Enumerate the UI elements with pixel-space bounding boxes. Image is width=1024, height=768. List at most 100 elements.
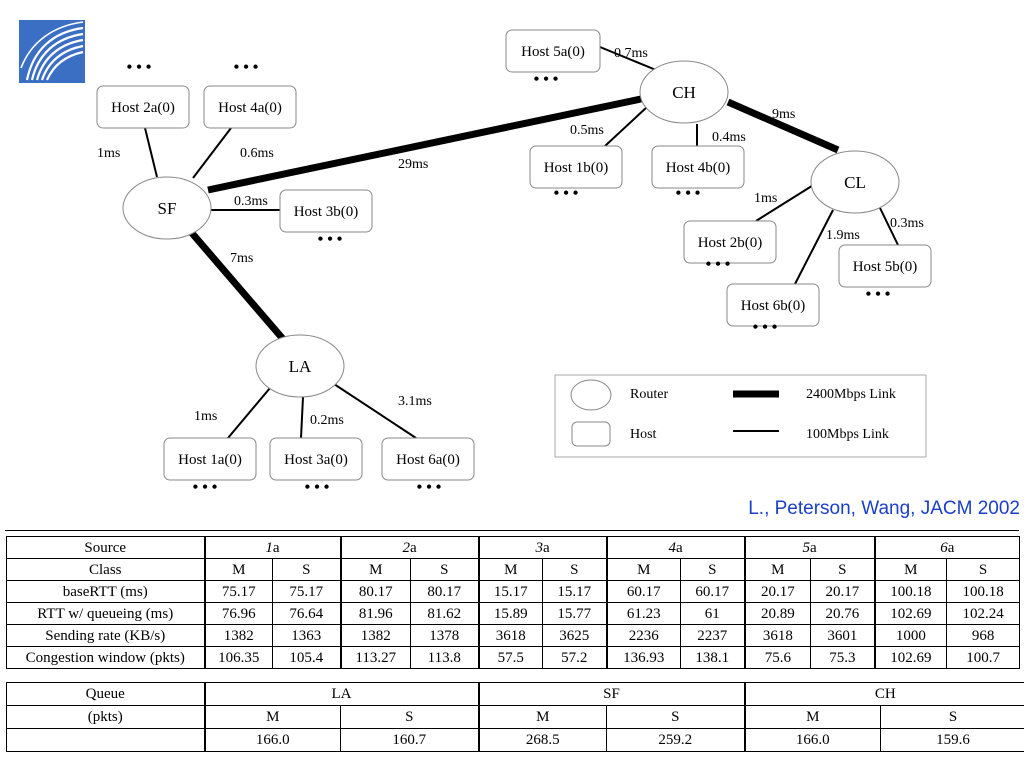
class-header-cell: S — [680, 558, 746, 581]
table-cell: 57.2 — [542, 646, 608, 669]
router-cl — [810, 150, 900, 214]
table-cell: 138.1 — [680, 646, 746, 669]
source-header-6a: 6a — [874, 536, 1021, 559]
ellipsis-2b: • • • — [706, 256, 731, 273]
row-label-source: Source — [6, 536, 206, 559]
source-number: 3 — [535, 539, 543, 556]
host-1b — [529, 145, 623, 189]
ellipsis-6b: • • • — [753, 319, 778, 336]
table-cell: 61.23 — [606, 602, 682, 625]
table-cell: 80.17 — [410, 580, 480, 603]
link-sf-ch — [207, 95, 642, 194]
queue-class-cell: M — [204, 705, 341, 729]
link-delay-label-ch-5a: 0.7ms — [614, 46, 648, 61]
queue-class-cell: M — [478, 705, 607, 729]
table-cell: 102.69 — [874, 646, 948, 669]
table-cell: 113.8 — [410, 646, 480, 669]
link-ch-5a — [599, 46, 657, 71]
queue-value-cell: 166.0 — [204, 728, 341, 752]
table-cell: 81.96 — [340, 602, 412, 625]
legend-frame — [554, 374, 927, 458]
swoosh-logo-icon — [19, 20, 85, 83]
host-label-4b: Host 4b(0) — [666, 160, 731, 176]
logo — [19, 20, 85, 83]
host-3a — [269, 437, 363, 481]
host-label-2a: Host 2a(0) — [111, 100, 175, 116]
host-4b — [651, 145, 745, 189]
table-top-rule — [5, 530, 1019, 531]
link-delay-label-la-1a: 1ms — [194, 409, 217, 424]
class-header-cell: S — [946, 558, 1021, 581]
citation: L., Peterson, Wang, JACM 2002 — [748, 498, 1020, 519]
host-label-1b: Host 1b(0) — [544, 160, 609, 176]
table-cell: 81.62 — [410, 602, 480, 625]
legend-router-label: Router — [630, 387, 668, 402]
table-cell: 15.89 — [478, 602, 544, 625]
queue-value-cell: 160.7 — [340, 728, 480, 752]
table-cell: 76.64 — [271, 602, 342, 625]
table-cell: 1382 — [340, 624, 412, 647]
table-cell: 20.17 — [810, 580, 876, 603]
link-delay-label-ch-cl: 9ms — [772, 107, 795, 122]
host-1a — [163, 437, 257, 481]
links-layer — [144, 46, 899, 439]
ellipsis-4b: • • • — [676, 185, 701, 202]
queue-class-cell: S — [340, 705, 480, 729]
legend-host-label: Host — [630, 427, 657, 442]
row-label: Congestion window (pkts) — [6, 646, 206, 669]
source-number: 4 — [668, 539, 676, 556]
table-cell: 75.17 — [204, 580, 273, 603]
table-cell: 60.17 — [680, 580, 746, 603]
queue-router-sf: SF — [478, 682, 746, 706]
link-delay-label-sf-3b: 0.3ms — [234, 194, 268, 209]
row-label-class: Class — [6, 558, 206, 581]
table-cell: 3601 — [810, 624, 876, 647]
router-label-la: LA — [289, 357, 312, 376]
link-sf-2a — [144, 127, 158, 178]
router-label-sf: SF — [158, 199, 177, 218]
table-cell: 113.27 — [340, 646, 412, 669]
link-delay-label-cl-6b: 1.9ms — [826, 228, 860, 243]
queue-class-cell: S — [606, 705, 746, 729]
table-cell: 3618 — [744, 624, 812, 647]
host-2a — [96, 85, 190, 129]
class-header-cell: M — [874, 558, 948, 581]
source-header-5a: 5a — [744, 536, 876, 559]
queue-router-ch: CH — [744, 682, 1024, 706]
source-number: 6 — [940, 539, 948, 556]
queue-value-cell: 166.0 — [744, 728, 881, 752]
queue-unit-label: (pkts) — [6, 705, 206, 729]
table-cell: 1382 — [204, 624, 273, 647]
class-header-cell: M — [204, 558, 273, 581]
host-6b — [726, 283, 820, 327]
source-suffix: a — [947, 539, 955, 556]
source-suffix: a — [542, 539, 550, 556]
queue-value-cell: 259.2 — [606, 728, 746, 752]
legend-host-symbol — [571, 421, 611, 447]
router-label-cl: CL — [844, 173, 866, 192]
table-cell: 76.96 — [204, 602, 273, 625]
link-la-6a — [333, 383, 417, 439]
table-cell: 3618 — [478, 624, 544, 647]
table-cell: 106.35 — [204, 646, 273, 669]
link-delay-label-sf-ch: 29ms — [398, 157, 428, 172]
queue-value-cell: 159.6 — [880, 728, 1024, 752]
queue-value-label — [6, 728, 206, 752]
source-header-3a: 3a — [478, 536, 608, 559]
class-header-cell: S — [410, 558, 480, 581]
legend-thin-link-label: 100Mbps Link — [806, 427, 889, 442]
link-delay-label-la-6a: 3.1ms — [398, 394, 432, 409]
source-number: 5 — [802, 539, 810, 556]
table-cell: 102.69 — [874, 602, 948, 625]
class-header-cell: M — [744, 558, 812, 581]
host-label-6a: Host 6a(0) — [396, 452, 460, 468]
host-5a — [505, 29, 601, 73]
source-suffix: a — [809, 539, 817, 556]
table-cell: 75.3 — [810, 646, 876, 669]
